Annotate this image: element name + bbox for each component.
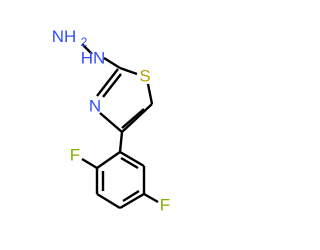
bond-ph-inner-c — [120, 156, 139, 170]
bond-ph3-ph4 — [96, 192, 121, 210]
atom-f-bottom: F — [160, 196, 170, 215]
bond-ph4-ph5 — [119, 192, 145, 210]
atom-nh2: NH — [52, 27, 77, 46]
bond-ph-inner-b — [122, 189, 140, 203]
atom-hn: HN — [81, 49, 106, 68]
atom-ring-s: S — [139, 67, 150, 86]
bond-c4-ph — [118, 131, 124, 153]
bond-c4-n3 — [99, 112, 123, 133]
atom-ring-n: N — [89, 97, 101, 116]
bond-c2-s — [119, 66, 138, 76]
atom-labels: NH 2 HN N S F F — [52, 27, 170, 215]
bond-c5-c4-inner — [121, 108, 145, 129]
bond-c5-c4 — [121, 103, 153, 133]
bond-n-n — [81, 43, 93, 55]
bonds — [81, 43, 159, 210]
bond-n3-c2 — [96, 68, 119, 97]
bond-nh-c2 — [103, 56, 121, 70]
bond-n3-c2-inner — [102, 73, 122, 98]
bond-ph1-ph2 — [96, 151, 121, 169]
bond-s-c5 — [146, 83, 154, 105]
bond-c-f-bottom — [143, 192, 159, 204]
atom-f-top: F — [70, 146, 80, 165]
chemical-structure: NH 2 HN N S F F — [52, 27, 170, 215]
bond-ph6-ph1 — [119, 150, 145, 168]
atom-nh2-subscript: 2 — [81, 35, 88, 49]
bond-c-f-top — [81, 157, 98, 170]
